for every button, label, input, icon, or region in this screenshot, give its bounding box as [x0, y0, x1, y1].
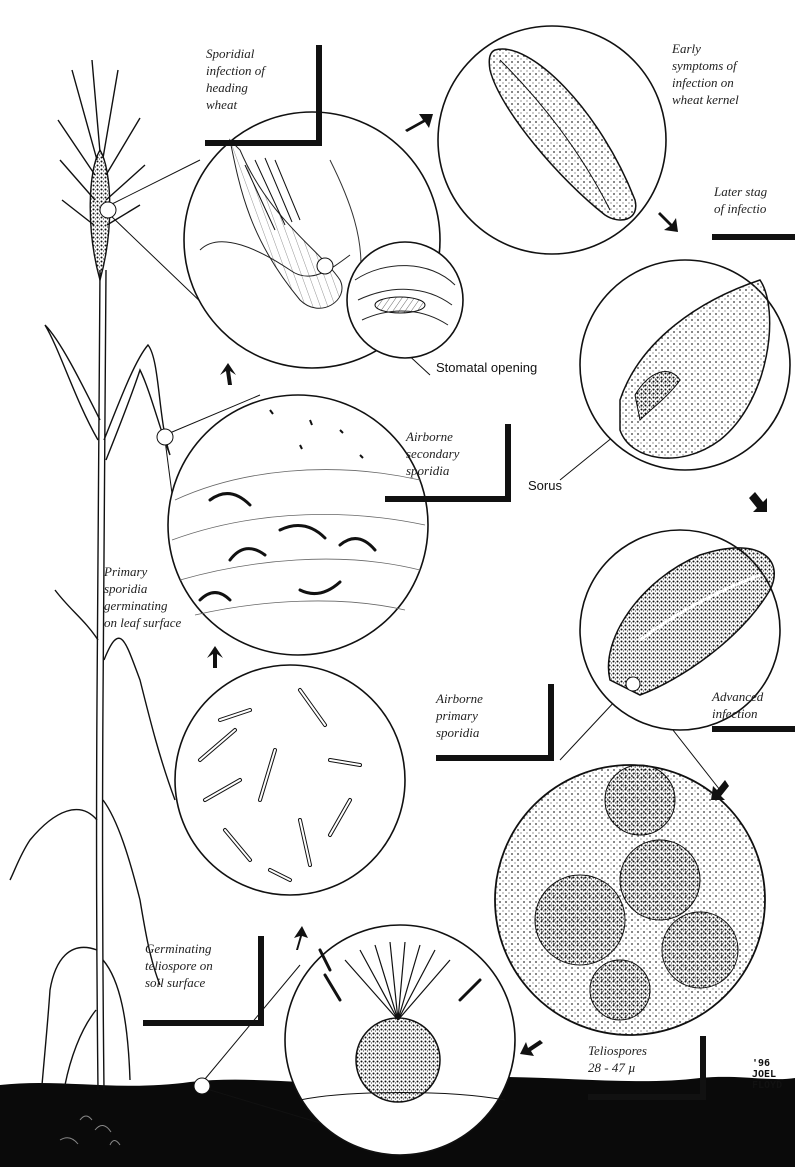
bracket [143, 1020, 264, 1026]
spore-circle-icon [100, 202, 116, 218]
bracket [436, 755, 554, 761]
circle-later-stage [580, 260, 790, 470]
bracket [712, 726, 795, 732]
circle-early-symptoms [438, 26, 666, 254]
spore-circle-icon [194, 1078, 210, 1094]
circle-germinating-teliospore [285, 925, 515, 1155]
bracket [258, 936, 264, 1026]
spore-circle-icon [157, 429, 173, 445]
label-stomatal-opening: Stomatal opening [436, 360, 537, 375]
bracket [205, 140, 322, 146]
bracket [505, 424, 511, 500]
label-sorus: Sorus [528, 478, 562, 493]
bracket [548, 684, 554, 760]
bracket [700, 1036, 706, 1100]
circle-primary-sporidia [175, 665, 405, 895]
bracket [316, 45, 322, 145]
circle-stomatal [347, 242, 463, 358]
circle-teliospores [495, 765, 765, 1035]
bracket [712, 234, 795, 240]
bracket [588, 1094, 706, 1100]
bracket [385, 496, 511, 502]
